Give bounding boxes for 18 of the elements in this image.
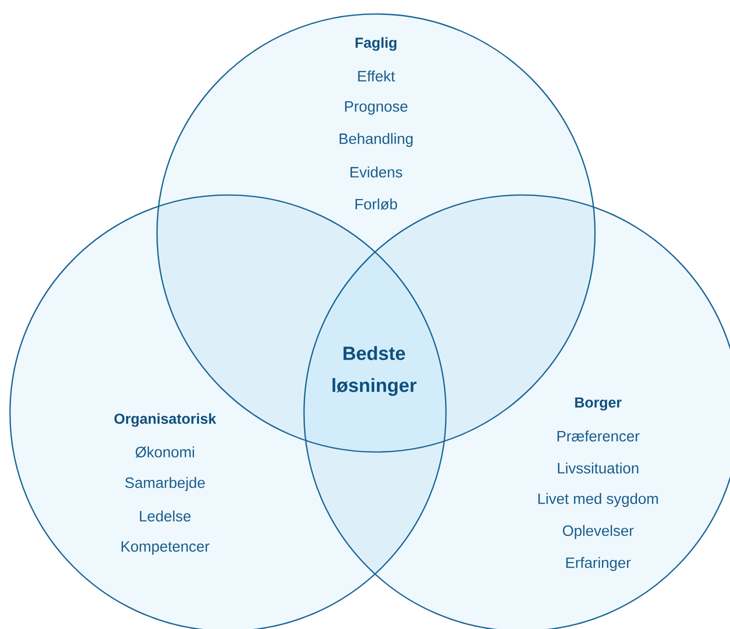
circle-item: Prognose [345, 101, 408, 115]
circle-item: Ledelse [140, 510, 191, 522]
circle-item: Samarbejde [125, 477, 205, 491]
circle-heading: Organisatorisk [114, 413, 216, 427]
circle-item: Erfaringer [566, 557, 631, 571]
circle-item: Økonomi [136, 446, 194, 458]
circle-item: Oplevelser [562, 525, 634, 539]
circle-item: Forløb [356, 198, 398, 210]
circle-heading: Faglig [356, 37, 396, 51]
circle-item: Effekt [358, 70, 395, 82]
center-label: Bedste løsninger [332, 346, 416, 396]
circle-item: Livssituation [558, 462, 638, 474]
circle-item: Evidens [350, 166, 402, 178]
circle-item: Kompetencer [122, 541, 210, 555]
circle-heading: Borger [575, 397, 622, 411]
circle-item: Præferencer [558, 430, 640, 442]
circle-item: Behandling [340, 133, 413, 147]
circle-item: Livet med sygdom [538, 493, 658, 507]
